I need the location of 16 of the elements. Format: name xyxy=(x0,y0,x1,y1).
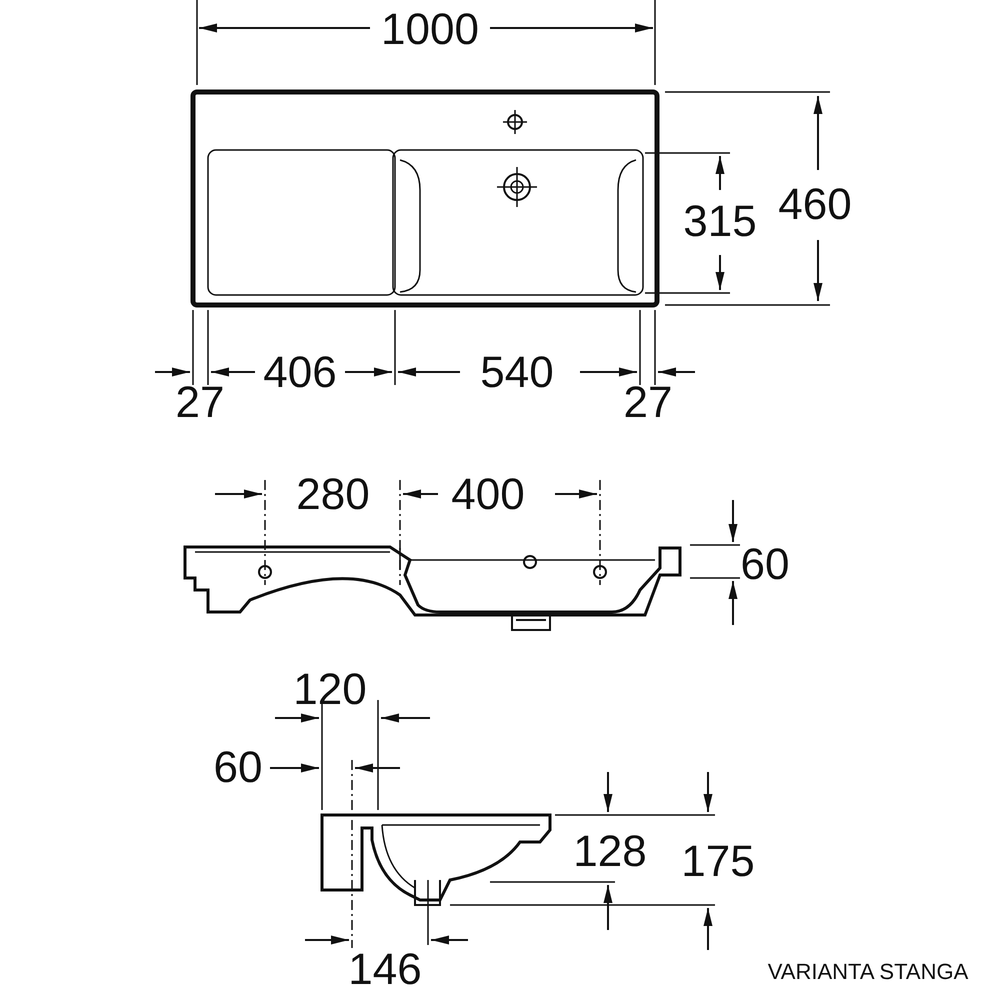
dimension-value: 540 xyxy=(480,351,554,395)
dimension-value: 27 xyxy=(624,381,672,425)
dimension-value: 315 xyxy=(683,200,757,244)
dimension-value: 27 xyxy=(176,381,224,425)
dimension-value: 60 xyxy=(214,746,262,790)
dimension-value: 120 xyxy=(293,668,367,712)
dimension-value: 280 xyxy=(296,473,370,517)
dimension-value: 406 xyxy=(263,351,337,395)
variant-note: VARIANTA STANGA xyxy=(768,961,968,983)
dimension-value: 60 xyxy=(740,543,790,587)
dimension-value: 175 xyxy=(681,840,755,884)
dimension-value: 128 xyxy=(573,830,647,874)
dimension-value: 460 xyxy=(778,183,852,227)
dimension-value: 1000 xyxy=(381,8,479,52)
dimension-value: 400 xyxy=(451,473,525,517)
dimension-value: 146 xyxy=(348,948,422,992)
